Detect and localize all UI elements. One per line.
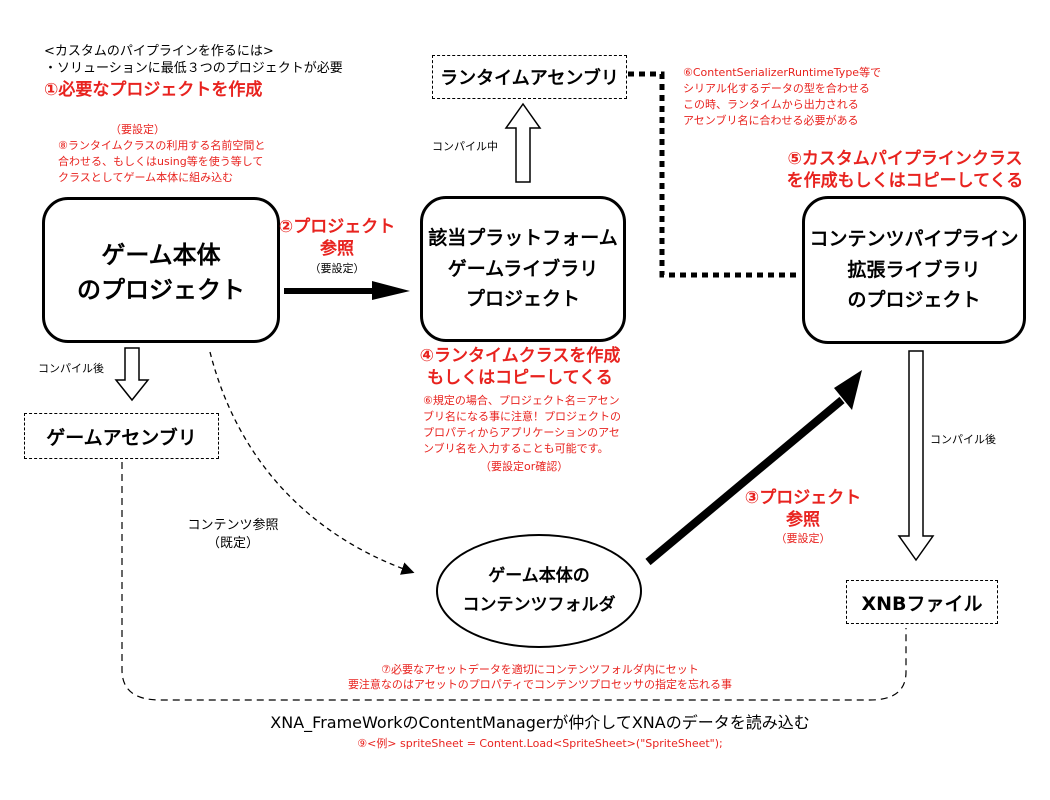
step9-example: ⑨<例> spriteSheet = Content.Load<SpriteSh…	[357, 737, 723, 750]
compile-after-right-label: コンパイル後	[930, 433, 996, 446]
step5-line1: ⑤カスタムパイプラインクラス	[787, 149, 1023, 169]
content-folder-ellipse: ゲーム本体の コンテンツフォルダ	[436, 534, 642, 648]
game-assembly-label: ゲームアセンブリ	[46, 426, 197, 449]
pipeline-ext-line2: 拡張ライブラリ	[847, 258, 981, 281]
step5-line2: を作成もしくはコピーしてくる	[786, 171, 1024, 191]
pipeline-extension-box: コンテンツパイプライン 拡張ライブラリ のプロジェクト	[802, 196, 1026, 344]
content-ref-curve	[209, 351, 415, 575]
step6-mid-line3: プロパティからアプリケーションのアセ	[423, 426, 620, 439]
step6-mid-line4: ンブリ名を入力することも可能です。	[423, 442, 609, 455]
runtime-assembly-box: ランタイムアセンブリ	[432, 55, 627, 99]
platform-lib-line3: プロジェクト	[465, 288, 580, 311]
compile-after-left-arrow	[114, 347, 150, 402]
step4-line2: もしくはコピーしてくる	[427, 368, 613, 388]
step3-setting: （要設定）	[775, 532, 831, 545]
step6-mid-line2: ブリ名になる事に注意！プロジェクトの	[423, 410, 621, 423]
step3-line2: 参照	[786, 510, 820, 530]
custom-pipeline-requirement: ・ソリューションに最低３つのプロジェクトが必要	[44, 61, 343, 76]
step2-line2: 参照	[320, 239, 354, 259]
project-ref-arrow-1	[284, 281, 410, 300]
step6-mid-setting: （要設定or確認）	[480, 460, 569, 473]
step3-line1: ③プロジェクト	[744, 488, 862, 508]
platform-lib-line2: ゲームライブラリ	[447, 257, 599, 280]
content-folder-line1: ゲーム本体の	[488, 566, 590, 587]
game-assembly-box: ゲームアセンブリ	[24, 413, 219, 459]
game-project-line2: のプロジェクト	[77, 276, 245, 304]
step6-top-line4: アセンブリ名に合わせる必要がある	[683, 114, 859, 127]
platform-lib-line1: 該当プラットフォーム	[428, 227, 618, 250]
compile-mid-arrow	[504, 102, 542, 183]
step6-top-line2: シリアル化するデータの型を合わせる	[683, 82, 870, 95]
platform-library-box: 該当プラットフォーム ゲームライブラリ プロジェクト	[420, 196, 626, 342]
content-ref-line2: （既定）	[206, 536, 259, 551]
pipeline-ext-line1: コンテンツパイプライン	[809, 228, 1019, 251]
pipeline-ext-line3: のプロジェクト	[847, 289, 981, 312]
step1-label: ①必要なプロジェクトを作成	[44, 80, 263, 100]
step8-line3: クラスとしてゲーム本体に組み込む	[58, 171, 234, 184]
content-ref-line1: コンテンツ参照	[187, 518, 279, 533]
content-folder-line2: コンテンツフォルダ	[462, 595, 616, 615]
step8-setting: （要設定）	[110, 123, 165, 136]
project-ref-arrow-2-shaft	[645, 396, 845, 566]
compile-mid-label: コンパイル中	[432, 140, 498, 153]
xnb-file-label: XNBファイル	[861, 592, 983, 615]
game-project-line1: ゲーム本体	[101, 241, 221, 269]
xnb-file-box: XNBファイル	[846, 580, 998, 624]
project-ref-arrow-2-head	[834, 370, 862, 410]
compile-after-left-label: コンパイル後	[38, 362, 104, 375]
step4-line1: ④ランタイムクラスを作成	[419, 346, 621, 366]
content-manager-loop	[121, 462, 907, 701]
runtime-assembly-label: ランタイムアセンブリ	[440, 68, 619, 89]
serializer-link-line	[628, 71, 800, 278]
step8-line1: ⑧ランタイムクラスの利用する名前空間と	[58, 139, 266, 152]
step2-setting: （要設定）	[309, 262, 365, 275]
step8-line2: 合わせる、もしくはusing等を使う等して	[58, 155, 264, 168]
step2-line1: ②プロジェクト	[278, 217, 396, 237]
game-project-box: ゲーム本体 のプロジェクト	[42, 197, 280, 343]
content-manager-caption: XNA_FrameWorkのContentManagerが仲介してXNAのデータ…	[180, 713, 900, 734]
compile-after-right-arrow	[897, 350, 935, 562]
step7-line1: ⑦必要なアセットデータを適切にコンテンツフォルダ内にセット	[381, 663, 699, 676]
step7-line2: 要注意なのはアセットのプロパティでコンテンツプロセッサの指定を忘れる事	[347, 678, 733, 691]
step6-top-line3: この時、ランタイムから出力される	[683, 98, 859, 111]
custom-pipeline-title: <カスタムのパイプラインを作るには>	[44, 44, 274, 59]
step6-mid-line1: ⑥規定の場合、プロジェクト名＝アセン	[423, 394, 620, 407]
step6-top-line1: ⑥ContentSerializerRuntimeType等で	[683, 66, 882, 79]
